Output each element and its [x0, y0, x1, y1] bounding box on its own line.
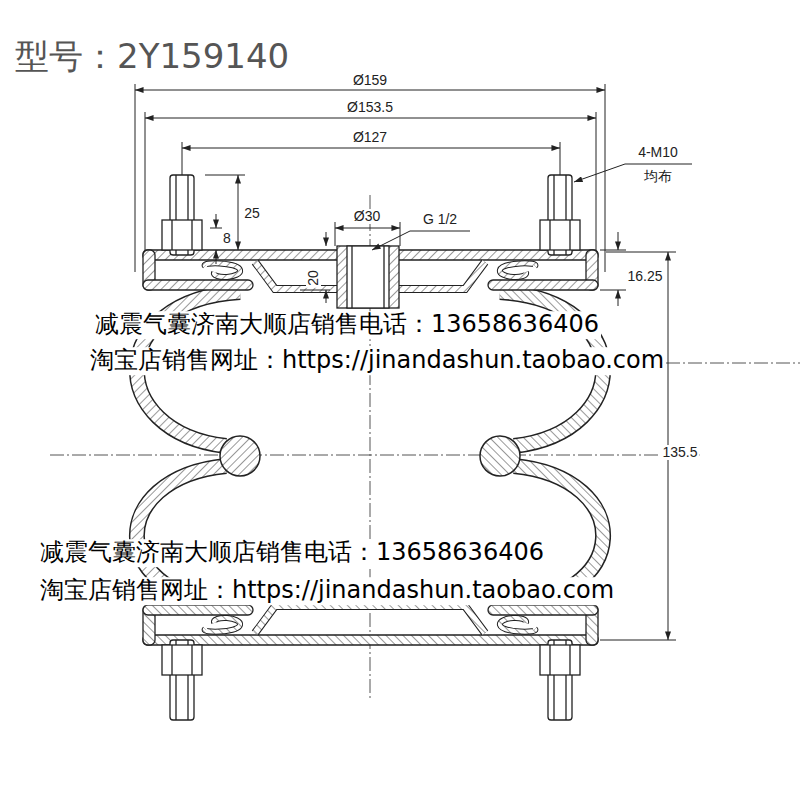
label-holder: Ø127 [351, 128, 389, 146]
bead-plate [143, 280, 253, 290]
title-holder: 型号：2Y159140 [15, 38, 289, 75]
label-holder: Ø159 [351, 71, 389, 89]
bead-plate [162, 220, 202, 250]
dimension-line [182, 148, 560, 149]
center-line [50, 195, 800, 700]
watermark: 减震气囊济南大顺店销售电话：13658636406 [93, 311, 601, 339]
dimension-line [618, 232, 619, 250]
dimension-value: Ø30 [352, 209, 382, 224]
label-holder: 减震气囊济南大顺店销售电话：13658636406 [38, 539, 546, 567]
dimension-line [216, 250, 217, 264]
label-holder: 4-M10 [636, 143, 680, 161]
dimension-value: 135.5 [660, 445, 699, 460]
bead-plate [488, 280, 598, 290]
dimension-line [135, 84, 136, 272]
dimension-line [326, 290, 327, 303]
dimension-line [596, 112, 597, 250]
dimension-line [145, 112, 146, 250]
label-holder: 135.5 [660, 443, 699, 461]
dimension-value: 20 [306, 268, 321, 288]
dimension-value: Ø159 [351, 73, 389, 88]
label-holder: 淘宝店销售网址：https://jinandashun.taobao.com [88, 347, 666, 375]
dimension-line [560, 142, 561, 175]
dimension-line [135, 90, 605, 91]
dimension-line [605, 84, 606, 272]
dimension-line [300, 290, 330, 291]
dimension-line [145, 118, 596, 119]
bead-plate [143, 605, 598, 720]
dimension-line [216, 214, 217, 228]
dimension-line [600, 290, 626, 291]
label-holder: 均布 [642, 167, 674, 185]
watermark: 减震气囊济南大顺店销售电话：13658636406 [38, 539, 546, 567]
dimension-line [182, 142, 183, 175]
bead-plate [205, 263, 241, 277]
dimension-value: 16.25 [625, 269, 664, 284]
dimension-line [238, 175, 239, 250]
dimension-line [600, 640, 676, 641]
dimension-value: Ø127 [351, 130, 389, 145]
thread-note: 4-M10 [636, 145, 680, 160]
rubber-bellows [220, 436, 260, 476]
dimension-line [400, 222, 401, 246]
dimension-value: 25 [242, 206, 262, 221]
thread-note: 均布 [642, 169, 674, 184]
center-line [50, 455, 700, 456]
dimension-value: Ø153.5 [345, 100, 395, 115]
label-holder: G 1/2 [421, 210, 459, 228]
dimension-line [606, 252, 676, 253]
watermark: 淘宝店销售网址：https://jinandashun.taobao.com [38, 577, 616, 605]
dimension-line [326, 232, 327, 246]
dimension-line [335, 222, 336, 246]
label-holder: 减震气囊济南大顺店销售电话：13658636406 [93, 311, 601, 339]
dimension-value: 8 [221, 231, 233, 246]
air-port-fitting [337, 246, 399, 308]
bead-plate [540, 220, 580, 250]
dimension-line [335, 228, 400, 229]
air-port-fitting [347, 246, 389, 308]
model-title: 型号：2Y159140 [15, 38, 289, 75]
bead-plate [549, 220, 550, 250]
label-holder: 20 [304, 268, 322, 288]
dimension-line [600, 250, 626, 251]
air-port-fitting [337, 246, 399, 308]
port-thread: G 1/2 [421, 212, 459, 227]
label-holder: 25 [242, 204, 262, 222]
bead-plate [500, 263, 536, 277]
dimension-line [574, 164, 692, 182]
label-holder: 淘宝店销售网址：https://jinandashun.taobao.com [38, 577, 616, 605]
label-holder: Ø153.5 [345, 98, 395, 116]
dimension-line [372, 231, 470, 250]
watermark: 淘宝店销售网址：https://jinandashun.taobao.com [88, 347, 666, 375]
bead-plate [205, 263, 241, 277]
dimension-line [210, 228, 222, 229]
air-port-fitting [383, 246, 384, 308]
air-port-fitting [351, 246, 352, 308]
bead-plate [569, 220, 570, 250]
label-holder: 8 [221, 229, 233, 247]
dimension-line [618, 290, 619, 306]
bead-plate [171, 220, 172, 250]
bead-plate [191, 220, 192, 250]
bead-plate [500, 263, 536, 277]
label-holder: Ø30 [352, 207, 382, 225]
dimension-line [205, 175, 245, 176]
label-holder: 16.25 [625, 267, 664, 285]
